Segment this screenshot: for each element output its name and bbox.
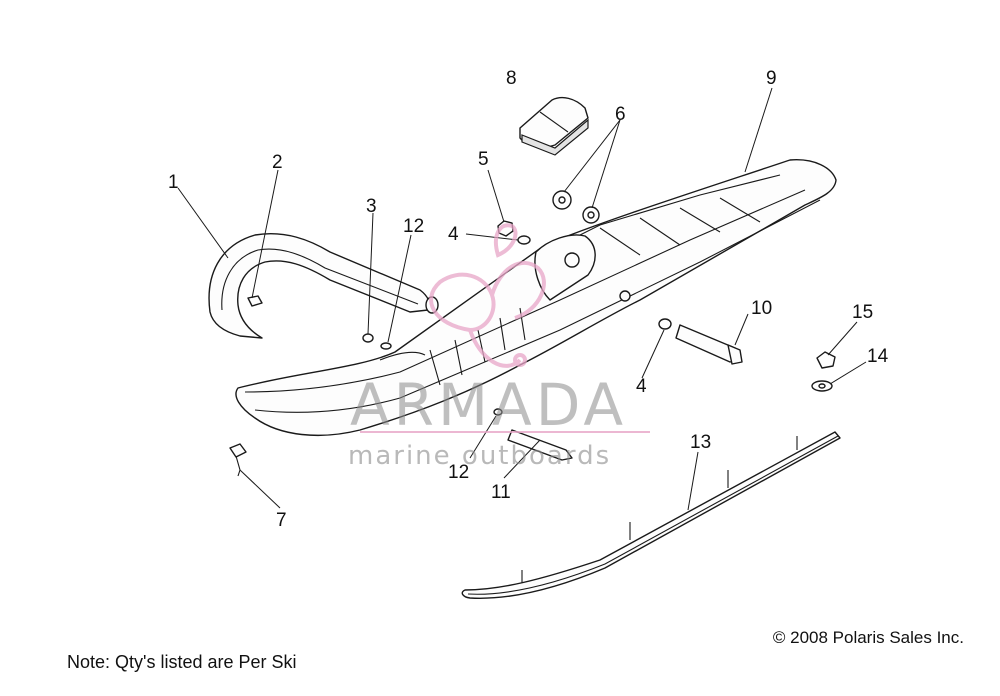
wear-bar-part <box>461 431 841 599</box>
callout-11: 11 <box>491 482 511 503</box>
copyright-notice: © 2008 Polaris Sales Inc. <box>772 628 964 647</box>
quantity-note: Note: Qty's listed are Per Ski <box>67 652 297 672</box>
callout-4-lower: 4 <box>636 376 647 397</box>
callout-12-upper: 12 <box>403 216 424 237</box>
callout-6: 6 <box>615 104 626 125</box>
callout-13: 13 <box>690 432 711 453</box>
ski-loop-part <box>208 233 431 339</box>
watermark-brand: ARMADA <box>350 371 627 439</box>
callout-3: 3 <box>366 196 377 217</box>
callout-8: 8 <box>506 68 517 89</box>
ski-body-part <box>235 159 837 437</box>
callout-10: 10 <box>751 298 772 319</box>
callout-14: 14 <box>867 346 889 367</box>
callout-12-lower: 12 <box>448 462 469 483</box>
saddle-part <box>519 96 589 156</box>
callout-5: 5 <box>478 149 489 170</box>
callout-labels: 1 2 3 12 4 5 8 6 9 10 15 14 4 13 12 11 7 <box>168 68 889 531</box>
watermark-logo-icon <box>429 223 546 368</box>
hardware-parts <box>229 190 836 477</box>
leader-lines <box>177 87 867 511</box>
callout-9: 9 <box>766 68 777 89</box>
watermark-tagline: marine outboards <box>348 441 611 471</box>
callout-1: 1 <box>168 172 179 193</box>
callout-4-upper: 4 <box>448 224 459 245</box>
callout-15: 15 <box>852 302 873 323</box>
callout-2: 2 <box>272 152 283 173</box>
brand-watermark: ARMADA marine outboards <box>348 223 650 471</box>
callout-7: 7 <box>276 510 287 531</box>
